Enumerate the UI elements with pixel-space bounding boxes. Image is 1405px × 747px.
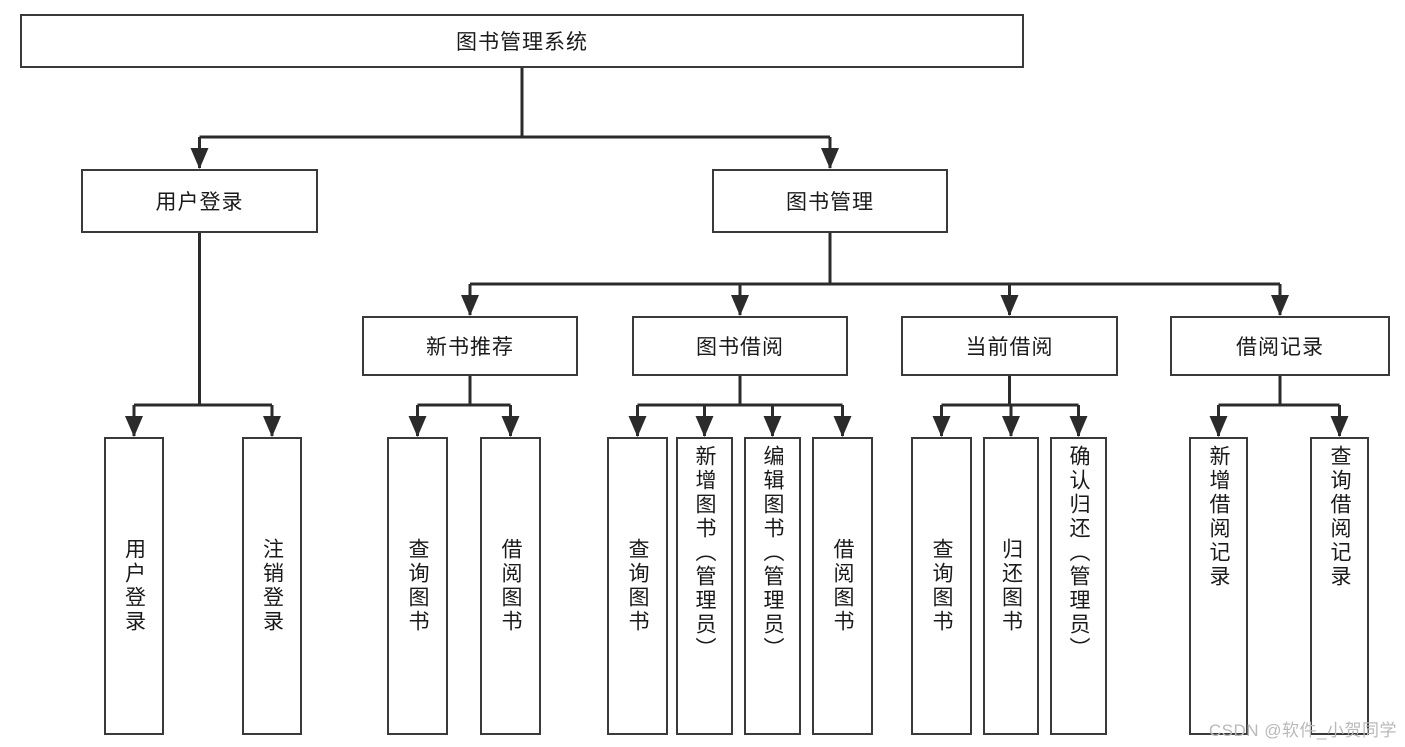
node-user-login: 用户登录 xyxy=(81,169,318,233)
node-leaf-borrow-book-2: 借阅图书 xyxy=(812,437,873,735)
node-label: 编辑图书（管理员） xyxy=(761,445,784,661)
node-leaf-query-book-3: 查询图书 xyxy=(911,437,972,735)
node-leaf-query-borrow-rec: 查询借阅记录 xyxy=(1310,437,1369,735)
node-label: 查询图书 xyxy=(626,538,649,634)
node-label: 借阅图书 xyxy=(499,538,522,634)
node-label: 借阅图书 xyxy=(831,538,854,634)
node-label: 用户登录 xyxy=(122,538,146,634)
node-new-book-recommend: 新书推荐 xyxy=(362,316,578,376)
watermark: CSDN @软件_小贺同学 xyxy=(1208,721,1397,740)
node-leaf-edit-book-admin: 编辑图书（管理员） xyxy=(744,437,801,735)
node-leaf-query-book-1: 查询图书 xyxy=(387,437,448,735)
node-label: 查询图书 xyxy=(406,538,429,634)
node-leaf-return-book: 归还图书 xyxy=(983,437,1039,735)
node-borrow-record: 借阅记录 xyxy=(1170,316,1390,376)
node-leaf-user-login: 用户登录 xyxy=(104,437,164,735)
node-label: 新增图书（管理员） xyxy=(693,445,716,661)
node-leaf-confirm-return: 确认归还（管理员） xyxy=(1050,437,1107,735)
node-label: 图书管理系统 xyxy=(456,31,588,54)
node-label: 查询借阅记录 xyxy=(1328,445,1351,589)
node-label: 用户登录 xyxy=(155,191,244,214)
node-label: 查询图书 xyxy=(930,538,953,634)
node-leaf-query-book-2: 查询图书 xyxy=(607,437,668,735)
node-label: 新增借阅记录 xyxy=(1207,445,1230,589)
node-label: 图书借阅 xyxy=(696,336,784,359)
node-label: 注销登录 xyxy=(260,538,284,634)
node-leaf-user-logout: 注销登录 xyxy=(242,437,302,735)
node-root: 图书管理系统 xyxy=(20,14,1024,68)
node-label: 当前借阅 xyxy=(965,336,1054,359)
node-leaf-borrow-book-1: 借阅图书 xyxy=(480,437,541,735)
node-leaf-add-book-admin: 新增图书（管理员） xyxy=(676,437,733,735)
node-book-borrow: 图书借阅 xyxy=(632,316,848,376)
node-label: 新书推荐 xyxy=(426,336,514,359)
node-leaf-add-borrow-rec: 新增借阅记录 xyxy=(1189,437,1248,735)
node-label: 借阅记录 xyxy=(1236,336,1324,359)
node-label: 确认归还（管理员） xyxy=(1067,445,1090,661)
node-label: 图书管理 xyxy=(786,191,874,214)
node-current-borrow: 当前借阅 xyxy=(901,316,1118,376)
node-label: 归还图书 xyxy=(999,538,1023,634)
node-book-management: 图书管理 xyxy=(712,169,948,233)
